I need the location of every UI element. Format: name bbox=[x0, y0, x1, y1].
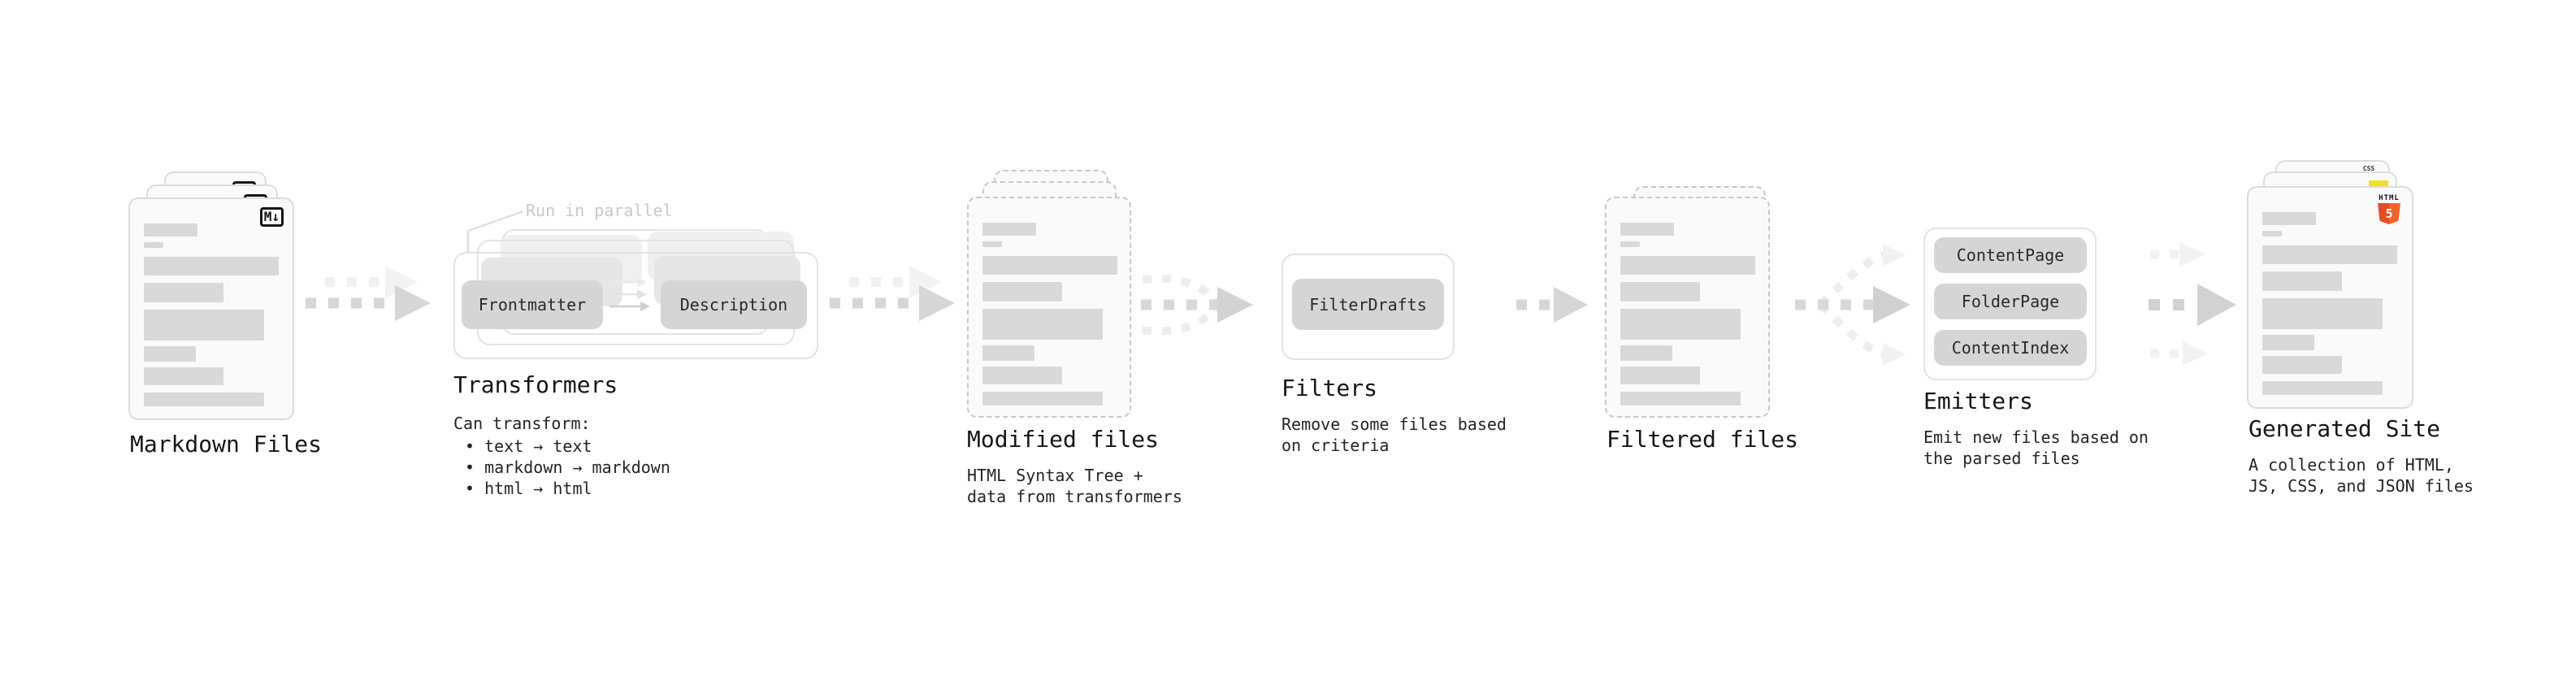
text-line-placeholder bbox=[982, 309, 1103, 340]
emitter-node-contentindex: ContentIndex bbox=[1934, 330, 2087, 366]
transformer-node-frontmatter: Frontmatter bbox=[462, 280, 603, 329]
text-line-placeholder bbox=[144, 310, 264, 340]
text-line-placeholder bbox=[2262, 298, 2383, 329]
text-line-placeholder bbox=[2262, 335, 2314, 350]
emitter-node-contentpage: ContentPage bbox=[1934, 237, 2087, 273]
generated-site-note-line1: A collection of HTML, bbox=[2249, 455, 2454, 475]
html5-icon-shield: 5 bbox=[2378, 203, 2400, 224]
text-line-placeholder bbox=[982, 241, 1002, 247]
text-line-placeholder bbox=[982, 367, 1062, 384]
flow-arrows-emitters-to-generated bbox=[2149, 242, 2236, 366]
transformers-bullet-1: • text → text bbox=[465, 436, 592, 456]
text-line-placeholder bbox=[144, 283, 223, 302]
run-in-parallel-label: Run in parallel bbox=[526, 201, 673, 220]
modified-files-note-line2: data from transformers bbox=[967, 487, 1182, 506]
text-line-placeholder bbox=[1620, 345, 1672, 361]
file-content-placeholder bbox=[982, 223, 1117, 406]
filtered-file-card-front bbox=[1605, 197, 1770, 418]
text-line-placeholder bbox=[2262, 231, 2282, 236]
file-content-placeholder bbox=[2262, 212, 2398, 395]
filter-node-filterdrafts: FilterDrafts bbox=[1292, 279, 1444, 330]
text-line-placeholder bbox=[1620, 392, 1741, 406]
text-line-placeholder bbox=[144, 257, 279, 275]
text-line-placeholder bbox=[2262, 356, 2342, 374]
text-line-placeholder bbox=[1620, 256, 1755, 275]
generated-file-card-html: HTML 5 bbox=[2247, 186, 2413, 409]
stage-title-modified-files: Modified files bbox=[967, 426, 1160, 453]
text-line-placeholder bbox=[982, 392, 1103, 406]
html5-icon: HTML 5 bbox=[2377, 195, 2401, 224]
transformers-bullet-2: • markdown → markdown bbox=[465, 458, 670, 477]
emitters-box bbox=[1923, 228, 2097, 380]
stage-title-emitters: Emitters bbox=[1923, 388, 2033, 414]
stage-title-generated-site: Generated Site bbox=[2249, 415, 2441, 442]
text-line-placeholder bbox=[2262, 271, 2342, 291]
flow-arrow-markdown-to-transformers bbox=[306, 266, 431, 321]
text-line-placeholder bbox=[1620, 309, 1741, 340]
text-line-placeholder bbox=[144, 393, 264, 406]
emitter-node-folderpage: FolderPage bbox=[1934, 284, 2087, 319]
emitters-note-line1: Emit new files based on bbox=[1923, 427, 2149, 447]
text-line-placeholder bbox=[1620, 223, 1674, 236]
flow-arrow-transformers-to-modified bbox=[830, 266, 955, 321]
text-line-placeholder bbox=[1620, 282, 1700, 301]
filters-note-line2: on criteria bbox=[1281, 436, 1390, 455]
stage-title-filters: Filters bbox=[1281, 375, 1378, 401]
text-line-placeholder bbox=[982, 223, 1036, 236]
modified-file-card-front bbox=[967, 197, 1131, 418]
text-line-placeholder bbox=[982, 256, 1117, 275]
text-line-placeholder bbox=[144, 367, 223, 385]
transformer-layer-box-front bbox=[453, 252, 818, 359]
text-line-placeholder bbox=[144, 223, 197, 236]
text-line-placeholder bbox=[1620, 241, 1640, 247]
css-icon-label: CSS bbox=[2362, 165, 2375, 172]
file-content-placeholder bbox=[144, 223, 279, 406]
text-line-placeholder bbox=[144, 346, 196, 362]
emitters-note-line2: the parsed files bbox=[1923, 449, 2080, 468]
stage-title-markdown-files: Markdown Files bbox=[130, 431, 323, 458]
text-line-placeholder bbox=[1620, 367, 1700, 384]
text-line-placeholder bbox=[2262, 245, 2397, 264]
stage-title-transformers: Transformers bbox=[453, 371, 618, 398]
filters-box bbox=[1281, 254, 1455, 360]
text-line-placeholder bbox=[982, 282, 1062, 301]
html5-icon-label: HTML bbox=[2379, 194, 2400, 202]
text-line-placeholder bbox=[2262, 212, 2316, 225]
flow-arrow-filtered-to-emitters bbox=[1795, 244, 1910, 366]
file-content-placeholder bbox=[1620, 223, 1755, 406]
filters-note-line1: Remove some files based bbox=[1281, 414, 1507, 434]
flow-arrow-filters-to-filtered bbox=[1516, 287, 1588, 323]
text-line-placeholder bbox=[2262, 381, 2383, 395]
transformers-note-intro: Can transform: bbox=[453, 414, 591, 433]
text-line-placeholder bbox=[144, 242, 163, 248]
transformers-bullet-3: • html → html bbox=[465, 479, 592, 498]
text-line-placeholder bbox=[982, 345, 1034, 361]
generated-site-note-line2: JS, CSS, and JSON files bbox=[2249, 476, 2474, 496]
callout-leader-line bbox=[466, 210, 524, 252]
html5-icon-number: 5 bbox=[2385, 206, 2393, 221]
transformer-internal-arrows bbox=[609, 277, 650, 311]
modified-files-note-line1: HTML Syntax Tree + bbox=[967, 466, 1143, 485]
markdown-icon: M↓ bbox=[259, 207, 284, 227]
markdown-file-card-front: M↓ bbox=[128, 197, 294, 420]
stage-title-filtered-files: Filtered files bbox=[1607, 426, 1799, 453]
flow-arrow-modified-to-filters bbox=[1141, 274, 1253, 336]
transformer-node-description: Description bbox=[661, 280, 807, 329]
